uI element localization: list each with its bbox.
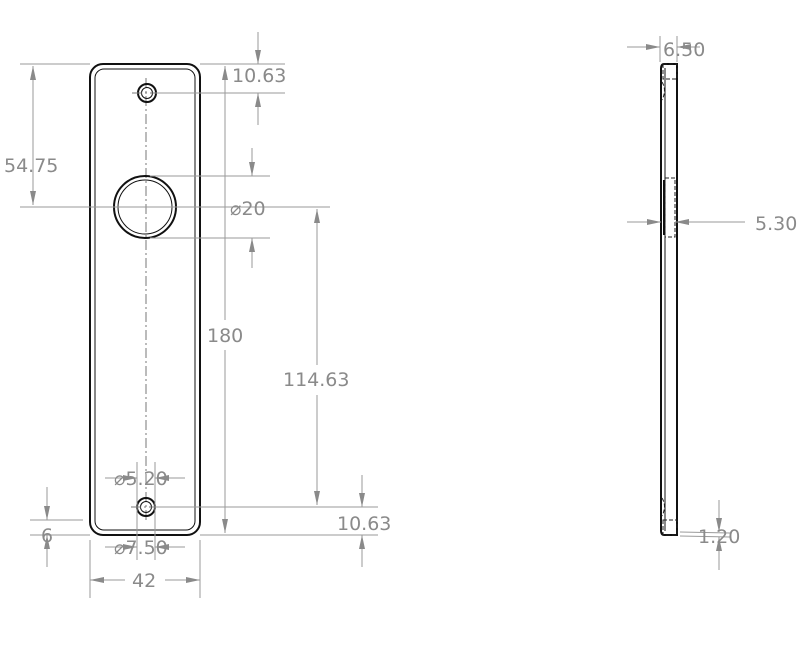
dim-1-20: 1.20: [698, 526, 740, 548]
dim-dia-20: ⌀20: [230, 198, 266, 220]
dimension-lines: [30, 32, 365, 583]
dim-bottom-10-63: 10.63: [337, 513, 391, 535]
side-view: [660, 63, 678, 536]
plate-inner-edge: [94, 68, 196, 531]
front-view: [89, 63, 201, 536]
dim-5-30: 5.30: [755, 213, 797, 235]
dim-6: 6: [41, 525, 53, 547]
plate-outline: [89, 63, 201, 536]
side-dimension-labels: 6.50 5.30 1.20: [663, 39, 797, 548]
dim-180: 180: [207, 325, 243, 347]
dim-dia-5-20: ⌀5.20: [114, 468, 168, 490]
front-dimension-labels: 54.75 10.63 ⌀20 180 114.63 10.63 6 ⌀5.20…: [4, 65, 391, 592]
dim-dia-7-50: ⌀7.50: [114, 537, 168, 559]
side-dimension-lines: [627, 36, 745, 570]
dim-6-50: 6.50: [663, 39, 705, 61]
dim-114-63: 114.63: [283, 369, 349, 391]
dim-top-10-63: 10.63: [232, 65, 286, 87]
dim-42: 42: [132, 570, 156, 592]
dim-54-75: 54.75: [4, 155, 58, 177]
